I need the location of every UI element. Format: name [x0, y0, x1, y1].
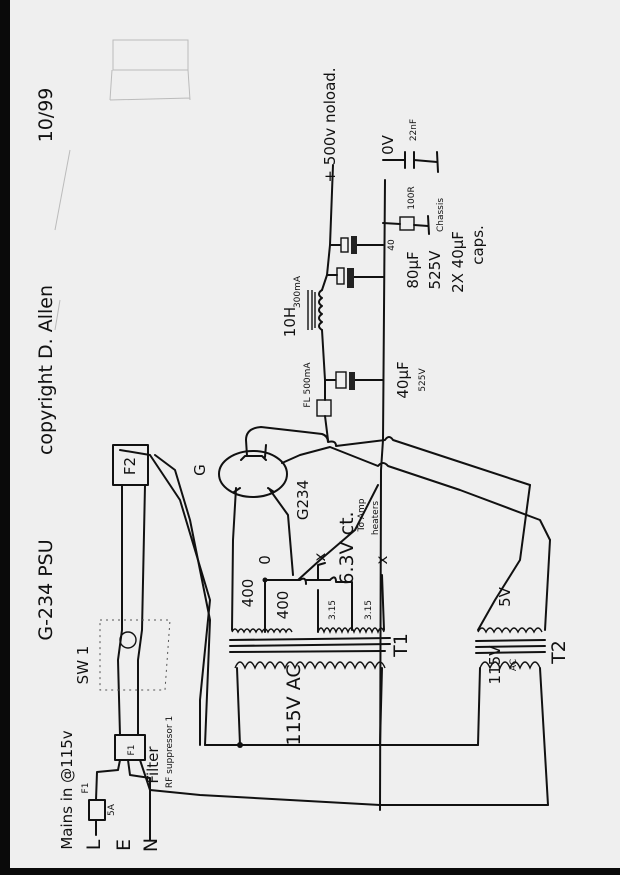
t1-sec-b: 400: [274, 591, 292, 620]
mains-label: Mains in @115v: [58, 730, 76, 849]
output-label: + 500v noload.: [321, 67, 339, 182]
t2-primary: 115V: [486, 645, 504, 685]
t1-heater-b: 3.15: [364, 600, 374, 620]
t2-secondary: 5V: [496, 586, 514, 607]
ht-fuse: [316, 399, 332, 417]
transformer-t2: [475, 484, 551, 806]
mains-fuse-rating: 5A: [107, 803, 117, 816]
caps-note-2: caps.: [469, 225, 487, 265]
earth-label: E: [113, 839, 135, 851]
cap-40-voltage: 525V: [418, 367, 428, 391]
t2-name: T2: [548, 640, 570, 665]
primary-wiring: [119, 449, 549, 806]
ht-fuse-label: FL 500mA: [303, 362, 313, 408]
cap-pin-label: 40: [387, 239, 397, 251]
heater-voltage: 6.3V ct.: [336, 511, 358, 584]
tap-zero: 0: [256, 555, 274, 565]
fuse-f2-label: F2: [121, 457, 139, 475]
cap-22nf: [382, 151, 439, 173]
t1-sec-a: 400: [239, 579, 257, 608]
t1-name: T1: [390, 633, 412, 658]
rectifier-tube: [218, 426, 551, 631]
tap-x2: x: [373, 555, 391, 564]
b-plus-rail: [316, 164, 334, 441]
t2-primary-2: AC: [509, 659, 519, 671]
filter-box-label: F1: [127, 745, 137, 756]
ct-wiring: [262, 484, 385, 633]
filter-label-1: Filter: [144, 746, 162, 784]
rectifier-pin: G: [191, 464, 209, 476]
heater-note-1: To Amp: [357, 498, 367, 532]
resistor-100r: [382, 215, 430, 235]
switch-sw1: [99, 484, 171, 736]
neutral-label: N: [140, 838, 162, 852]
cap-80uf-b: [326, 267, 384, 288]
cap-22nf-label: 22nF: [409, 119, 419, 141]
fuse-f2-box: [112, 444, 149, 486]
t1-heater-a: 3.15: [328, 600, 338, 620]
caps-note: 2X 40µF: [449, 231, 467, 293]
faint-sketch: [54, 39, 191, 331]
cap-80-label: 80µF: [404, 251, 422, 288]
heater-note-2: heaters: [371, 501, 381, 536]
resistor-label: 100R: [407, 186, 417, 209]
t1-primary: 115V AC: [283, 664, 305, 745]
choke-core: [307, 290, 316, 330]
zero-volt-label: 0V: [379, 134, 397, 155]
live-label: L: [83, 839, 105, 850]
ground-bus: [379, 179, 386, 811]
cap-40uf: [324, 371, 384, 390]
title: G-234 PSU: [35, 539, 57, 640]
choke-current: 300mA: [293, 275, 303, 308]
rectifier-label: G234: [294, 480, 312, 520]
scan-edge-bottom: [0, 868, 620, 875]
switch-label: SW 1: [74, 646, 92, 685]
cap-40-label: 40µF: [394, 361, 412, 398]
tap-x1: x: [311, 552, 329, 561]
choke-inductance: 10H: [281, 307, 299, 337]
cap-80uf-a: [329, 236, 384, 254]
transformer-t1: [229, 627, 391, 746]
filter-f1-box: [88, 734, 151, 841]
chassis-label: Chassis: [436, 198, 446, 232]
copyright: copyright D. Allen: [35, 285, 57, 455]
mains-fuse-label: F1: [81, 783, 91, 794]
date: 10/99: [35, 88, 57, 143]
scan-edge: [0, 0, 10, 875]
filter-label-2: RF suppressor 1: [165, 716, 175, 788]
cap-80-voltage: 525V: [426, 250, 444, 290]
